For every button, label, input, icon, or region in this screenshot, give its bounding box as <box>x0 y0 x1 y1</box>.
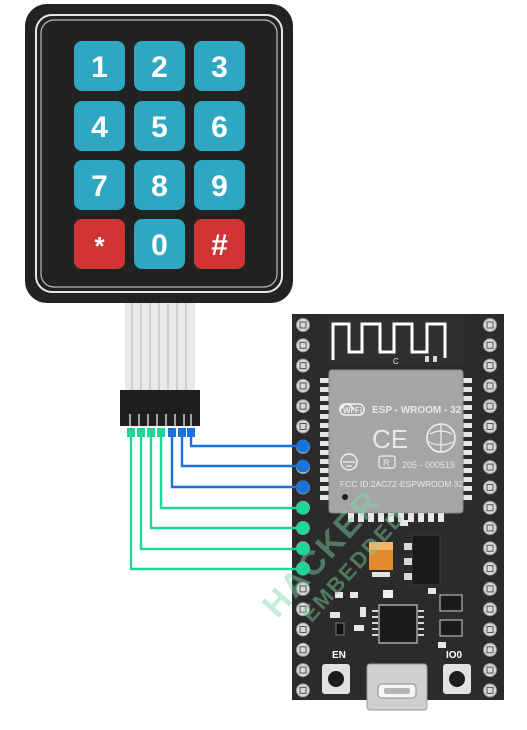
wire-terminal <box>147 428 155 437</box>
wire-terminal <box>157 428 165 437</box>
key-label: 2 <box>151 51 168 84</box>
key-4[interactable]: 4 <box>74 101 125 151</box>
wifi-text: Wi Fi <box>343 406 362 415</box>
wifi-logo: Wi Fi <box>339 403 365 416</box>
en-button[interactable] <box>322 664 350 694</box>
membrane-keypad: 1 2 3 4 5 6 7 8 9 * 0 # <box>25 4 293 303</box>
ribbon-strip <box>125 303 195 391</box>
io0-label: IO0 <box>446 650 463 661</box>
key-label: 6 <box>211 111 228 144</box>
key-2[interactable]: 2 <box>134 41 185 91</box>
wire-2 <box>180 432 303 468</box>
key-8[interactable]: 8 <box>134 160 185 210</box>
ribbon-cable <box>120 303 200 426</box>
wire-3 <box>170 432 303 489</box>
module-model-label: ESP - WROOM - 32 <box>372 405 462 416</box>
wire-terminal <box>168 428 176 437</box>
wire-pin-end <box>296 459 310 473</box>
key-1[interactable]: 1 <box>74 41 125 91</box>
globe-icon <box>426 423 456 453</box>
en-label: EN <box>332 650 346 661</box>
r-mark: R <box>383 458 390 468</box>
cert-logo-icon <box>340 453 358 471</box>
key-7[interactable]: 7 <box>74 160 125 210</box>
wires <box>127 428 310 576</box>
key-hash[interactable]: # <box>194 219 245 269</box>
pin1-dot <box>342 494 348 500</box>
wire-pin-end <box>296 439 310 453</box>
esp32-board: C Wi Fi ESP - WROOM - 32 CE R 205 - 0005… <box>292 314 504 711</box>
wire-pin-end <box>296 542 310 556</box>
key-5[interactable]: 5 <box>134 101 185 151</box>
voltage-regulator <box>411 534 441 586</box>
key-9[interactable]: 9 <box>194 160 245 210</box>
keypad-keys: 1 2 3 4 5 6 7 8 9 * 0 # <box>74 41 245 269</box>
wire-4 <box>159 432 303 510</box>
key-6[interactable]: 6 <box>194 101 245 151</box>
micro-usb-port[interactable] <box>366 663 428 711</box>
wire-terminal <box>137 428 145 437</box>
wire-1 <box>189 432 303 448</box>
wire-pin-end <box>296 501 310 515</box>
key-label: 8 <box>151 170 168 203</box>
key-label: 7 <box>91 170 108 203</box>
wire-terminal <box>127 428 135 437</box>
key-label: 1 <box>91 51 108 84</box>
wire-pin-end <box>296 562 310 576</box>
key-3[interactable]: 3 <box>194 41 245 91</box>
key-label: 5 <box>151 111 168 144</box>
wire-pin-end <box>296 521 310 535</box>
key-label: 0 <box>151 229 168 262</box>
ribbon-connector <box>120 390 200 426</box>
r-mark-box <box>378 455 396 469</box>
wire-pin-end <box>296 480 310 494</box>
wire-6 <box>139 432 303 551</box>
io0-boot-button[interactable] <box>443 664 471 694</box>
key-label: 3 <box>211 51 228 84</box>
key-label: # <box>211 229 228 262</box>
key-label: 4 <box>91 111 108 144</box>
fcc-id: FCC ID:2AC7Z-ESPWROOM 32 <box>340 479 464 489</box>
keypad-border-inner <box>40 19 278 288</box>
ce-mark: CE <box>372 424 408 454</box>
module-bottom-castellations <box>348 513 444 522</box>
fcc-code: 205 - 000519 <box>402 460 455 470</box>
key-label: 9 <box>211 170 228 203</box>
usb-uart-chip <box>378 604 418 644</box>
wire-terminal <box>187 428 195 437</box>
key-0[interactable]: 0 <box>134 219 185 269</box>
wire-7 <box>129 432 303 571</box>
key-star[interactable]: * <box>74 219 125 269</box>
right-pin-header <box>483 318 497 698</box>
wire-5 <box>149 432 303 530</box>
keypad-border-outer <box>35 14 283 293</box>
wire-terminal <box>178 428 186 437</box>
antenna-trace <box>331 322 447 360</box>
module-castellations <box>320 378 472 500</box>
key-label: * <box>94 231 105 261</box>
antenna-mark: C <box>393 357 399 366</box>
